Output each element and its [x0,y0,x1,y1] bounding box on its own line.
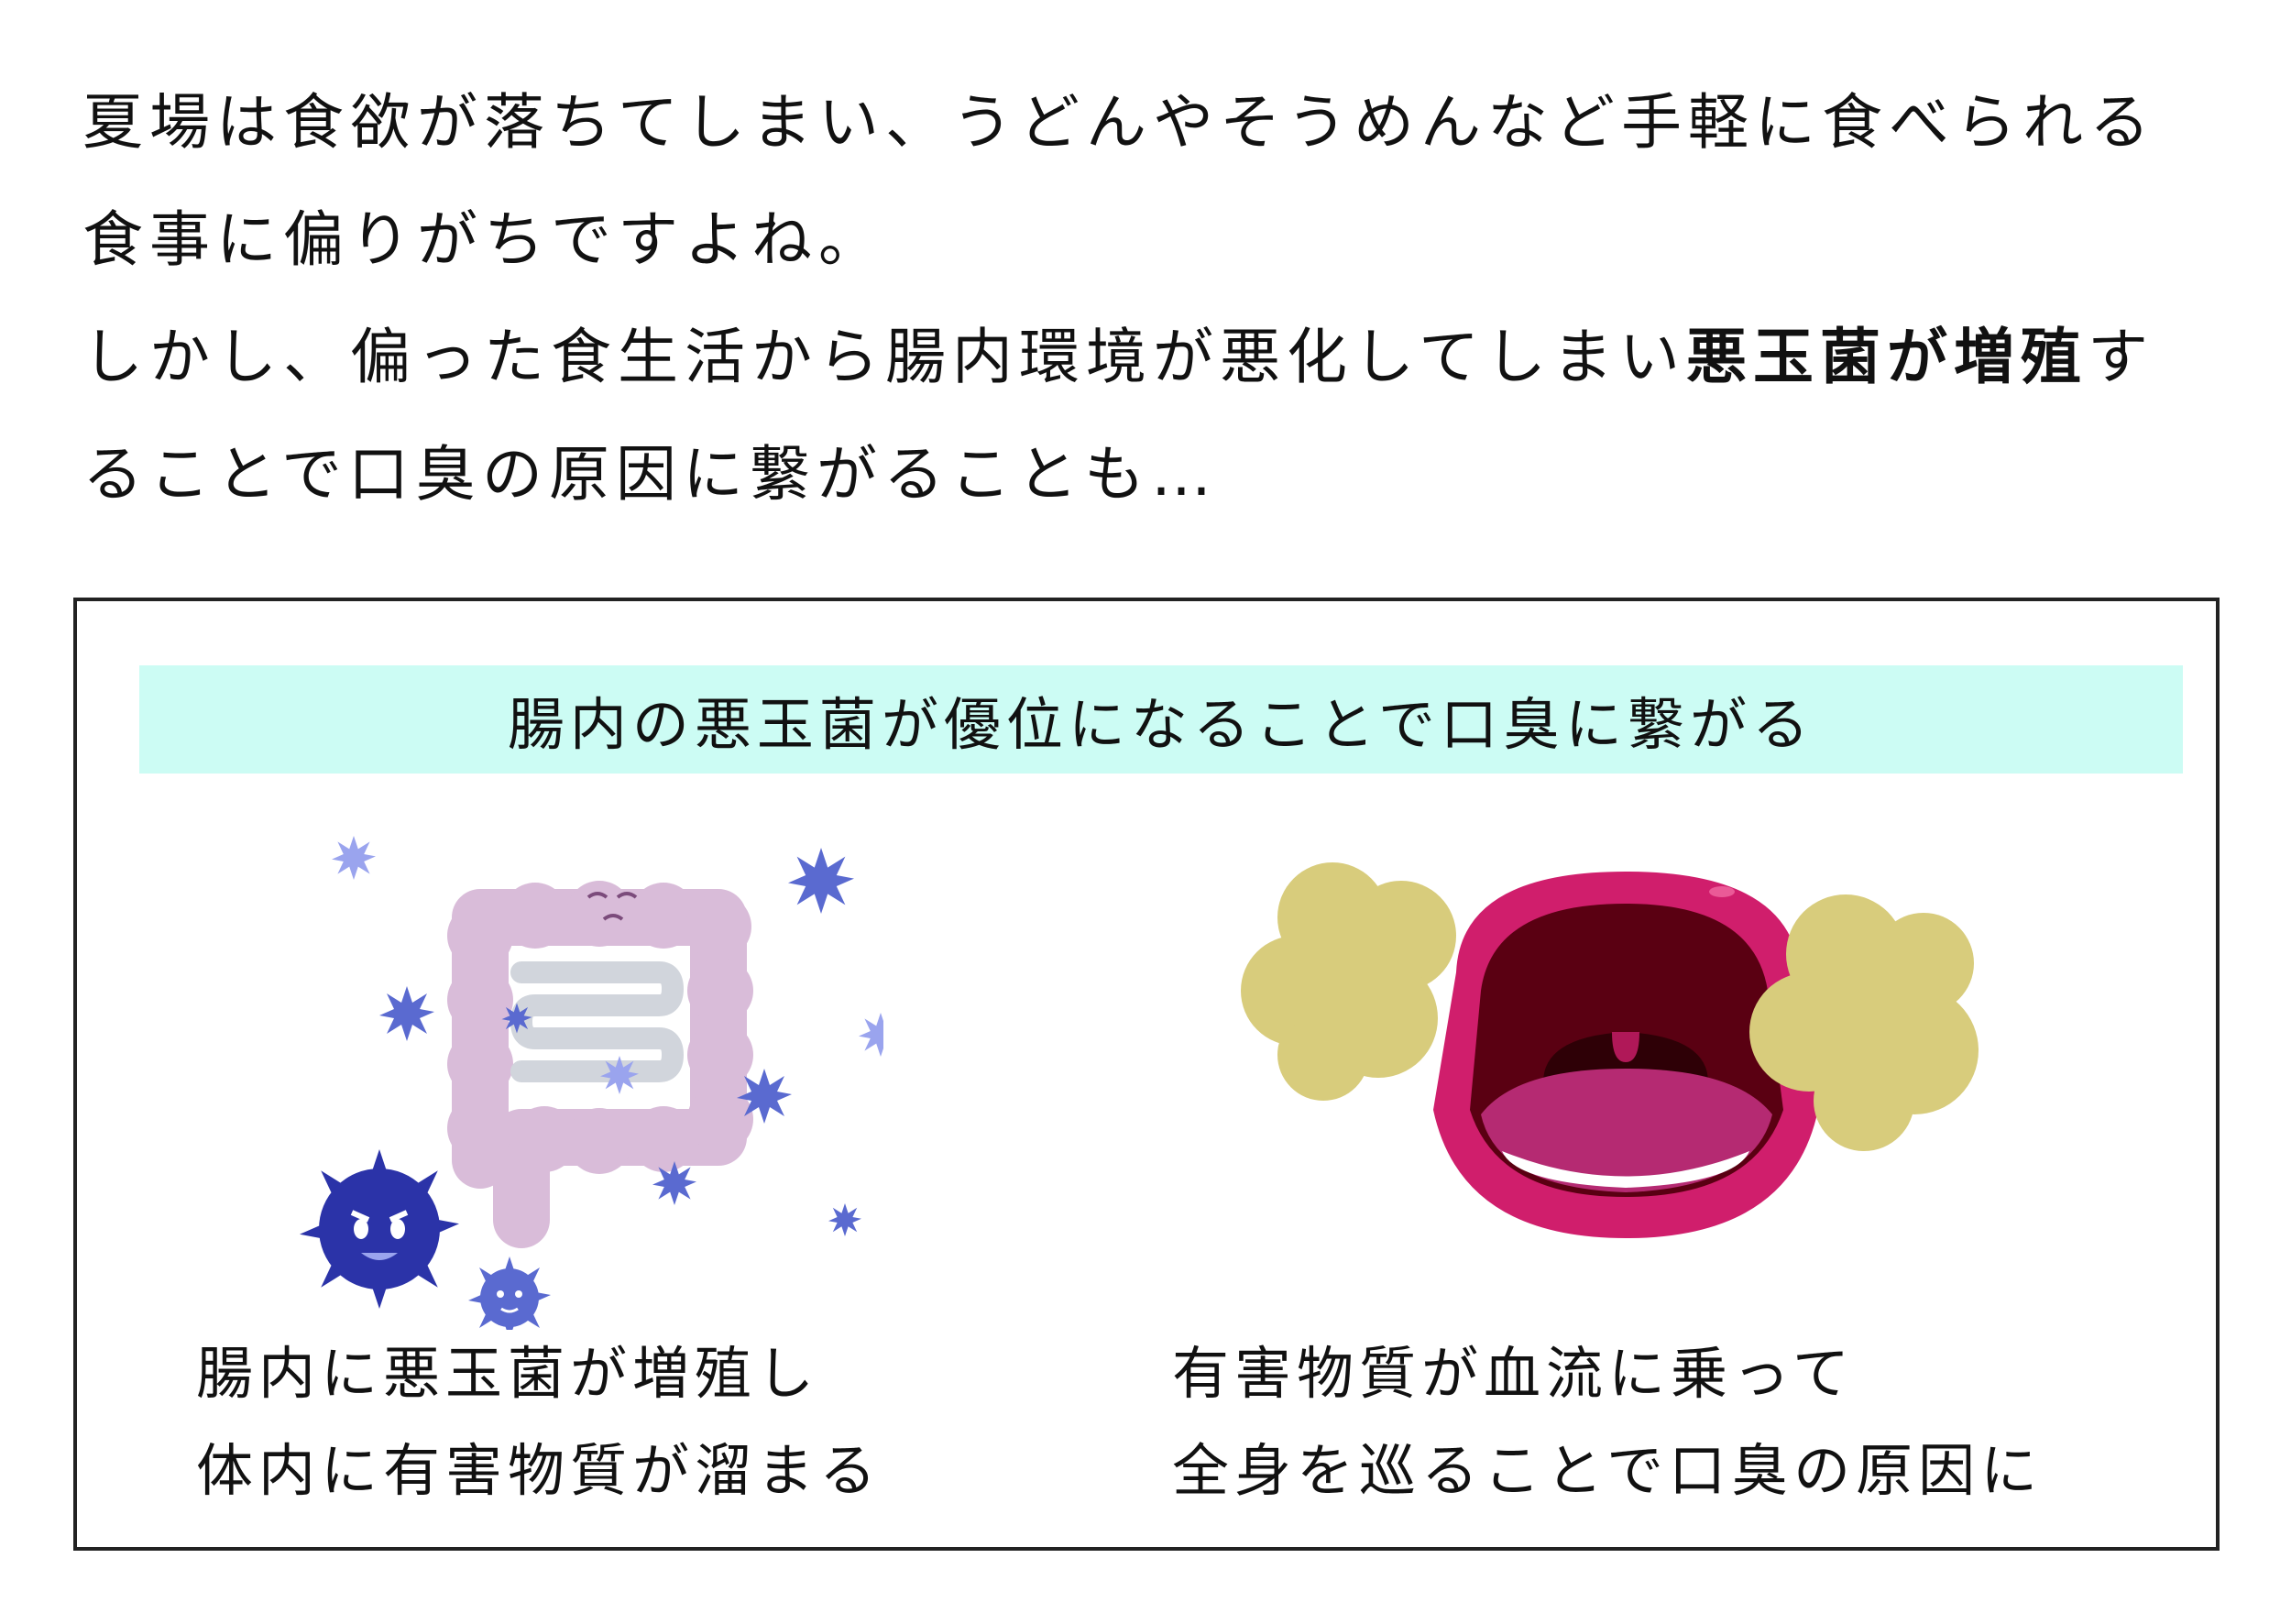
left-caption-line-1: 腸内に悪玉菌が増殖し [196,1340,820,1407]
left-caption: 腸内に悪玉菌が増殖し 体内に有害物質が溜まる [196,1325,882,1520]
intro-line-2: 食事に偏りがちですよね。 [82,204,885,275]
right-caption-line-1: 有害物質が血流に乗って [1172,1340,1855,1407]
intro-line-3: しかし、偏った食生活から腸内環境が悪化してしまい悪玉菌が増殖す [82,299,2245,416]
intro-line-4: ることで口臭の原因に繋がることも… [82,439,1219,510]
intro-line-3-post: す [2088,322,2155,392]
left-caption-line-2: 体内に有害物質が溜まる [196,1437,882,1504]
intro-line-3-bold: 悪玉菌が増殖 [1686,322,2088,392]
right-caption: 有害物質が血流に乗って 全身を巡ることで口臭の原因に [1172,1325,2043,1520]
intro-text: 夏場は食欲が落ちてしまい、うどんやそうめんなど手軽に食べられる 食事に偏りがちで… [82,64,2245,533]
info-card: 腸内の悪玉菌が優位になることで口臭に繋がる [73,598,2220,1551]
right-caption-line-2: 全身を巡ることで口臭の原因に [1172,1437,2044,1504]
intro-line-1: 夏場は食欲が落ちてしまい、うどんやそうめんなど手軽に食べられる [82,87,2156,158]
intestine-bacteria-icon [300,836,883,1330]
intro-line-3-pre: しかし、偏った食生活から腸内環境が悪化してしまい [82,322,1687,392]
card-title: 腸内の悪玉菌が優位になることで口臭に繋がる [139,665,2183,774]
mouth-bad-breath-icon [1241,862,1979,1238]
